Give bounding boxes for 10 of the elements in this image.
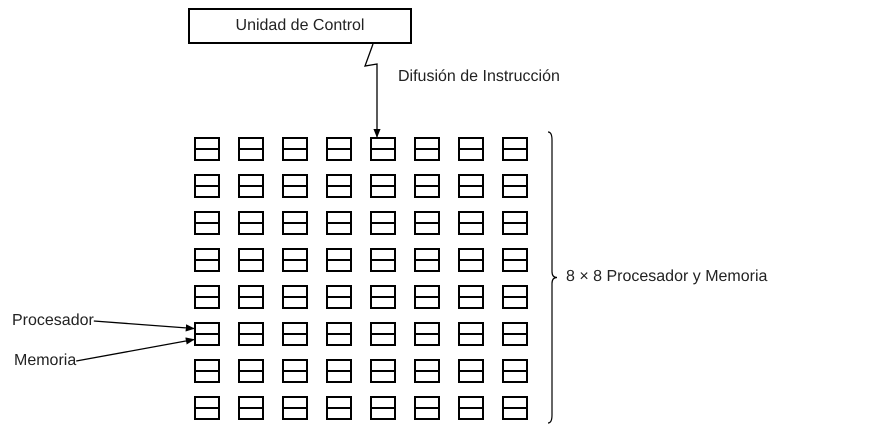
- leader-arrow: [76, 337, 195, 362]
- part-label: Procesador: [12, 312, 94, 330]
- part-label: Memoria: [14, 352, 76, 370]
- processor-memory-cell: [370, 137, 396, 161]
- memory-half: [194, 333, 220, 346]
- leader-arrow: [94, 320, 195, 332]
- broadcast-arrow: [364, 44, 381, 138]
- grid-caption: 8 × 8 Procesador y Memoria: [566, 268, 768, 286]
- control-unit-box: Unidad de Control: [188, 8, 412, 44]
- processor-half: [194, 322, 220, 335]
